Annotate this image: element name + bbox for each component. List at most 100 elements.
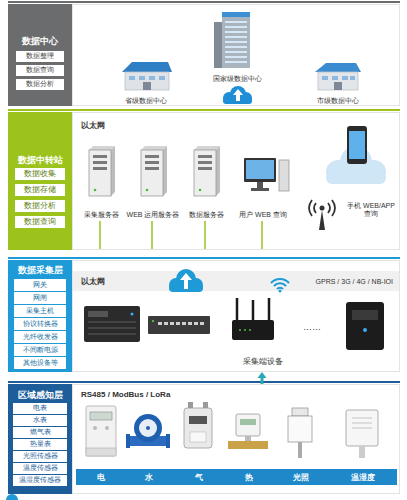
wireless-tower bbox=[309, 200, 312, 216]
node-text: 数据分析 bbox=[26, 80, 54, 88]
national-building bbox=[225, 61, 247, 63]
node-text: …… bbox=[303, 322, 321, 332]
server-icon bbox=[194, 146, 220, 196]
node-text: 国家级数据中心 bbox=[213, 75, 262, 83]
city-building bbox=[350, 76, 355, 80]
node-text: 水 bbox=[145, 474, 153, 483]
province-building bbox=[149, 76, 155, 80]
layer-panel: 区域感知层电表水表燃气表热量表光照传感器温度传感器温湿度传感器 bbox=[8, 384, 72, 494]
drop-line bbox=[151, 221, 153, 249]
pc-icon bbox=[244, 158, 276, 182]
province-building bbox=[159, 76, 165, 80]
temp-humidity-sensor bbox=[346, 410, 378, 446]
heat-meter bbox=[228, 414, 268, 449]
function-item: 燃气表 bbox=[13, 427, 67, 438]
node-text: 电 bbox=[97, 474, 105, 483]
province-building bbox=[129, 76, 135, 80]
function-item: 协议转换器 bbox=[14, 318, 66, 330]
node-text: 数据查询 bbox=[26, 66, 54, 74]
function-item: 不间断电源 bbox=[14, 344, 66, 356]
electric-meter bbox=[93, 426, 97, 430]
network-switch bbox=[148, 316, 210, 334]
content-panel: 以太网GPRS / 3G / 4G / NB-IOI……采集端设备 bbox=[72, 260, 400, 372]
node-text: 手机 WEB/APP 查询 bbox=[346, 202, 396, 218]
node-text: 其他设备等 bbox=[23, 359, 58, 367]
function-item: 温湿度传感器 bbox=[13, 475, 67, 486]
label-bar bbox=[76, 469, 397, 485]
gas-meter bbox=[184, 402, 212, 448]
function-item: 数据存储 bbox=[15, 184, 65, 196]
city-building bbox=[322, 76, 328, 80]
label-bar bbox=[76, 469, 397, 485]
node-text: RS485 / ModBus / LoRa bbox=[81, 390, 170, 399]
city-building bbox=[342, 76, 348, 80]
temp-humidity-sensor bbox=[346, 410, 378, 458]
rack-server bbox=[88, 321, 136, 323]
node-text: 网关 bbox=[33, 281, 47, 289]
national-building bbox=[222, 12, 250, 17]
phone-cloud bbox=[347, 126, 367, 164]
temp-humidity-sensor bbox=[352, 418, 372, 419]
node-text: WEB 运用服务器 bbox=[127, 211, 180, 219]
city-building bbox=[318, 72, 358, 90]
pc-icon bbox=[279, 160, 289, 191]
heat-meter bbox=[236, 414, 260, 436]
function-item: 水表 bbox=[13, 415, 67, 426]
wifi-icon bbox=[271, 279, 289, 293]
light-sensor bbox=[288, 416, 312, 442]
node-text: 数据采集层 bbox=[18, 265, 63, 275]
function-item: 数据收集 bbox=[15, 168, 65, 180]
temp-humidity-sensor bbox=[352, 423, 372, 424]
node-text: 热量表 bbox=[30, 440, 51, 448]
light-sensor bbox=[288, 408, 312, 458]
wireless-tower bbox=[319, 210, 325, 230]
node-text: 数据服务器 bbox=[189, 211, 224, 219]
phone-cloud bbox=[326, 172, 386, 184]
function-item: 网关 bbox=[14, 279, 66, 291]
content-panel: 国家级数据中心省级数据中心市级数据中心 bbox=[72, 4, 400, 106]
ups-unit bbox=[346, 302, 384, 350]
network-switch bbox=[148, 316, 210, 334]
function-item: 温度传感器 bbox=[13, 463, 67, 474]
water-meter bbox=[139, 419, 157, 437]
node-text: 采集服务器 bbox=[84, 211, 119, 219]
electric-meter bbox=[86, 448, 116, 456]
server-icon bbox=[89, 146, 115, 196]
water-meter bbox=[126, 414, 170, 448]
data-flow-arrow bbox=[258, 372, 267, 384]
arrow-head bbox=[258, 372, 267, 378]
node-text: 热 bbox=[245, 474, 253, 483]
pc-icon bbox=[244, 158, 289, 191]
node-text: 光纤收发器 bbox=[23, 333, 58, 341]
wireless-tower bbox=[314, 203, 316, 213]
pc-icon bbox=[257, 182, 263, 188]
layer-panel: 数据中心数据整理数据查询数据分析 bbox=[8, 4, 72, 106]
corner-dot bbox=[6, 494, 18, 500]
router bbox=[244, 329, 246, 331]
national-building bbox=[225, 36, 247, 38]
rack-server bbox=[88, 333, 136, 335]
heat-meter bbox=[240, 419, 256, 425]
node-text: 水表 bbox=[33, 416, 47, 424]
upload-cloud bbox=[169, 269, 203, 292]
node-text: 省级数据中心 bbox=[125, 97, 167, 105]
node-text: 协议转换器 bbox=[23, 320, 58, 328]
electric-meter bbox=[105, 426, 109, 430]
function-item: 光纤收发器 bbox=[14, 331, 66, 343]
node-text: 温湿度 bbox=[351, 474, 375, 483]
content-panel: 以太网采集服务器WEB 运用服务器数据服务器用户 WEB 查询手机 WEB/AP… bbox=[72, 112, 400, 250]
water-meter bbox=[166, 434, 170, 448]
arrow-line bbox=[261, 377, 264, 384]
province-building bbox=[122, 62, 172, 90]
function-item: 数据查询 bbox=[15, 216, 65, 228]
node-text: GPRS / 3G / 4G / NB-IOI bbox=[316, 278, 393, 286]
drop-line bbox=[100, 221, 262, 249]
function-item: 光照传感器 bbox=[13, 451, 67, 462]
rack-server bbox=[88, 311, 108, 317]
function-item: 数据整理 bbox=[16, 51, 64, 62]
router bbox=[252, 300, 255, 321]
wireless-tower bbox=[328, 203, 330, 213]
wifi-icon bbox=[277, 288, 283, 289]
national-building bbox=[214, 12, 250, 68]
electric-meter bbox=[86, 406, 116, 456]
